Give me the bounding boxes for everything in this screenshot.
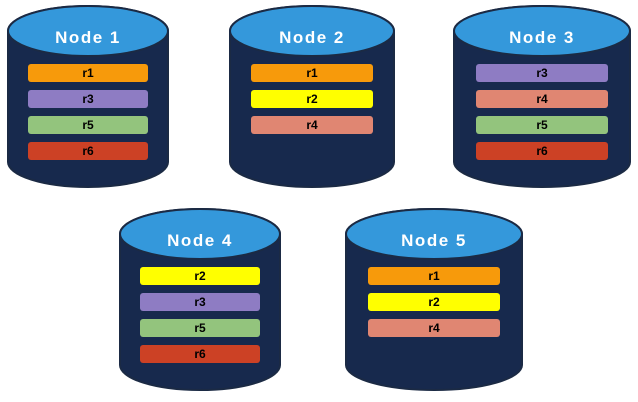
record-bar[interactable]: r2 <box>140 267 260 285</box>
record-bar[interactable]: r1 <box>28 64 148 82</box>
record-bar[interactable]: r2 <box>250 90 374 108</box>
cylinder-top-disc <box>229 5 395 57</box>
record-bar[interactable]: r6 <box>140 345 260 363</box>
record-bar[interactable]: r5 <box>28 116 148 134</box>
record-bar[interactable]: r3 <box>476 64 608 82</box>
record-bar[interactable]: r4 <box>368 319 500 337</box>
record-bar[interactable]: r2 <box>368 293 500 311</box>
record-bar[interactable]: r3 <box>28 90 148 108</box>
cylinder-top-disc <box>119 208 281 260</box>
record-bar[interactable]: r6 <box>28 142 148 160</box>
cylinder-top-disc <box>345 208 523 260</box>
cylinder-shape <box>119 208 281 391</box>
record-bar[interactable]: r3 <box>140 293 260 311</box>
record-list: r1 r2 r4 <box>344 267 524 337</box>
record-bar[interactable]: r1 <box>368 267 500 285</box>
record-bar[interactable]: r6 <box>476 142 608 160</box>
record-bar[interactable]: r5 <box>140 319 260 337</box>
record-list: r3 r4 r5 r6 <box>452 64 632 160</box>
record-bar[interactable]: r5 <box>476 116 608 134</box>
cylinder-top-disc <box>453 5 631 57</box>
record-list: r2 r3 r5 r6 <box>118 267 282 363</box>
record-bar[interactable]: r1 <box>250 64 374 82</box>
record-bar[interactable]: r4 <box>476 90 608 108</box>
record-list: r1 r2 r4 <box>228 64 396 134</box>
record-list: r1 r3 r5 r6 <box>6 64 170 160</box>
record-bar[interactable]: r4 <box>250 116 374 134</box>
cylinder-top-disc <box>7 5 169 57</box>
